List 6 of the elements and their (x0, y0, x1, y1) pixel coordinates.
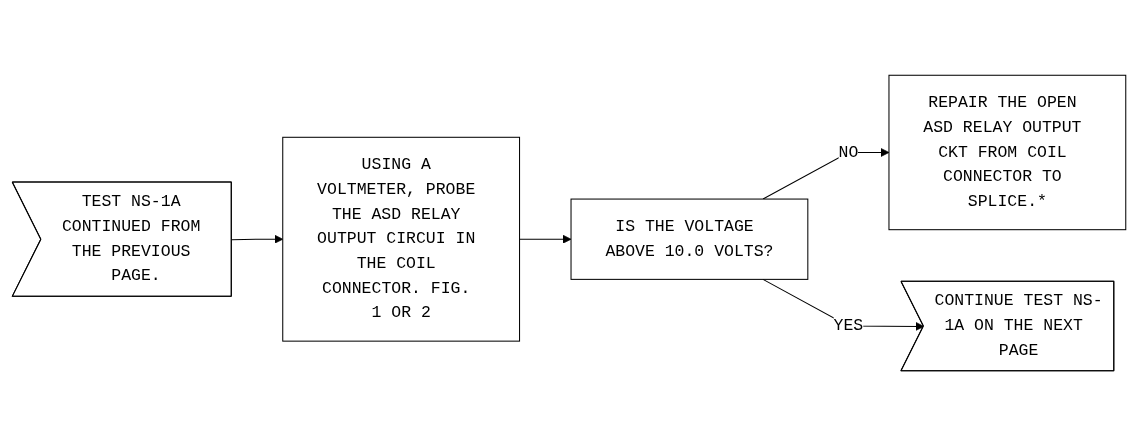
arrow (519, 234, 572, 244)
node-box: REPAIR THE OPEN ASD RELAY OUTPUT CKT FROM COIL CONNECTOR TO SPLICE.* (888, 74, 1127, 231)
edge-label: YES (833, 316, 864, 336)
node-box: IS THE VOLTAGE ABOVE 10.0 VOLTS? (570, 198, 809, 280)
node-box: USING A VOLTMETER, PROBE THE ASD RELAY OUTPUT CIRCUI IN THE COIL CONNECTOR. FIG. 1 OR 2 (282, 136, 521, 342)
edge-label: NO (838, 143, 859, 162)
